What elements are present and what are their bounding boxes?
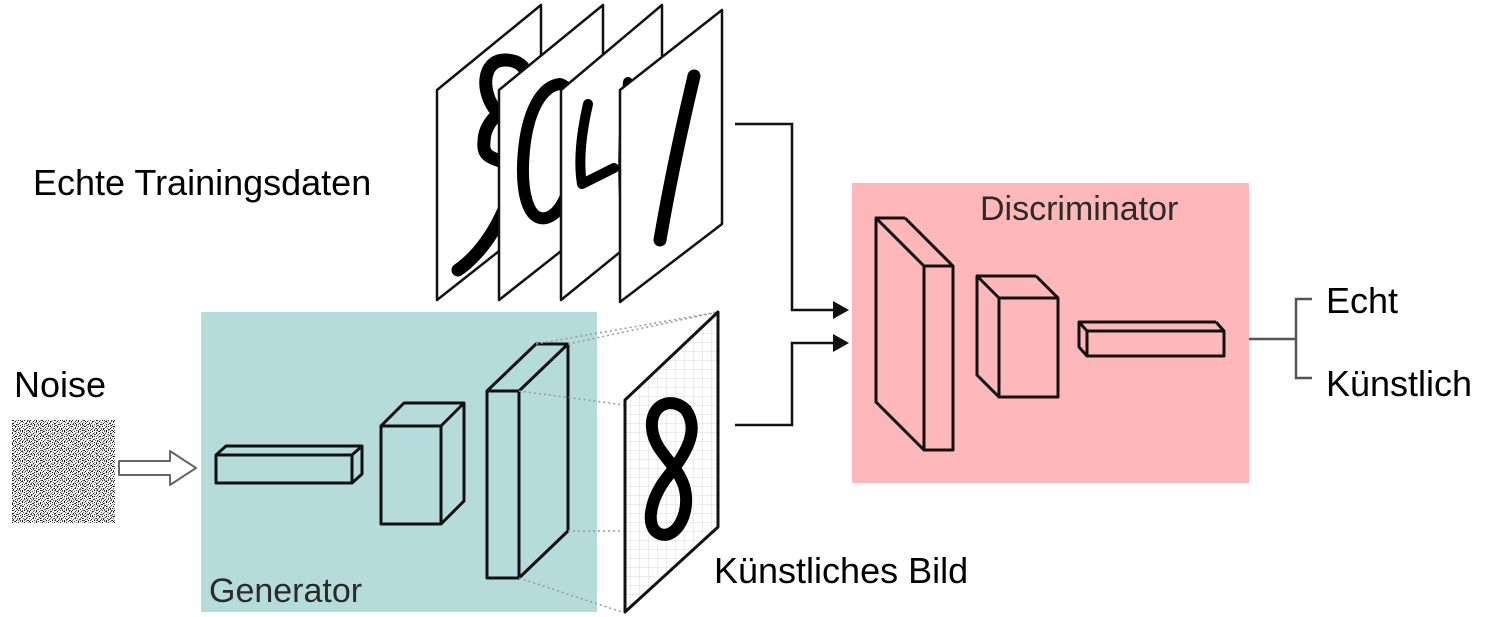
noise-arrow: [118, 450, 197, 486]
discriminator-layers: [874, 216, 1226, 452]
disc-layer-cube: [975, 274, 1060, 399]
disc-layer-slab: [874, 216, 955, 452]
noise-label: Noise: [14, 364, 107, 405]
connectors: [735, 122, 833, 427]
discriminator-label: Discriminator: [980, 190, 1179, 228]
projection-lines: [518, 311, 719, 613]
training-sheet-1: [618, 8, 724, 304]
disc-layer-dense: [1077, 320, 1226, 358]
fake-image-label: Künstliches Bild: [714, 550, 969, 591]
generated-image: [623, 310, 720, 614]
generator-label: Generator: [209, 572, 363, 610]
real-training-sheets: [435, 3, 724, 304]
generator-box: [201, 312, 597, 612]
noise-texture: [12, 420, 115, 523]
arrow-head-real: [833, 301, 849, 319]
gen-layer-cube: [379, 401, 466, 526]
generated-digit-8: [644, 397, 698, 541]
gen-layer-dense: [214, 444, 364, 485]
output-real-label: Echt: [1326, 280, 1399, 321]
generator-layers: [214, 342, 570, 580]
arrow-head-fake: [833, 334, 849, 352]
output-bracket: [1249, 297, 1312, 380]
output-fake-label: Künstlich: [1326, 363, 1473, 404]
real-training-data-label: Echte Trainingsdaten: [33, 162, 372, 203]
